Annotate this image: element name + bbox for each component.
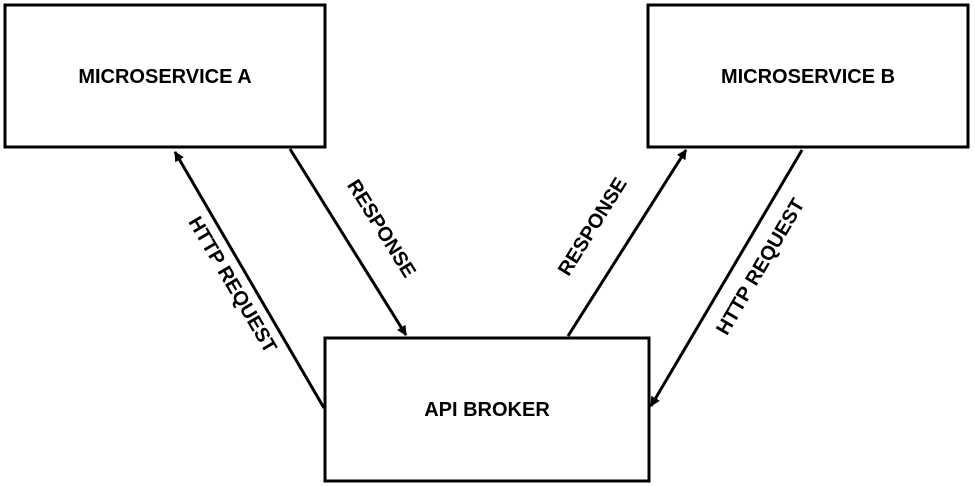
arrow-b-to-broker — [649, 149, 804, 407]
arrow-broker-to-a — [173, 151, 326, 409]
edge-label-response-b: RESPONSE — [554, 174, 632, 280]
api-broker-node: API BROKER — [323, 336, 651, 483]
microservice-a-node: MICROSERVICE A — [3, 3, 327, 149]
edge-broker-to-b: RESPONSE — [554, 149, 688, 337]
edge-label-http-request-b: HTTP REQUEST — [712, 195, 809, 339]
microservice-a-box — [3, 3, 327, 149]
arrow-broker-to-b — [566, 149, 688, 337]
microservice-b-label: MICROSERVICE B — [721, 66, 895, 88]
edge-label-response-a: RESPONSE — [342, 176, 420, 282]
microservice-a-label: MICROSERVICE A — [78, 66, 251, 88]
edge-label-http-request-a: HTTP REQUEST — [184, 213, 281, 357]
edge-b-to-broker: HTTP REQUEST — [649, 149, 809, 407]
edge-a-to-broker: RESPONSE — [288, 148, 420, 336]
arrow-a-to-broker — [288, 148, 408, 336]
edge-broker-to-a: HTTP REQUEST — [173, 151, 326, 409]
api-broker-box — [323, 336, 651, 483]
api-broker-label: API BROKER — [424, 399, 550, 421]
microservice-b-node: MICROSERVICE B — [646, 3, 970, 149]
microservice-b-box — [646, 3, 970, 149]
